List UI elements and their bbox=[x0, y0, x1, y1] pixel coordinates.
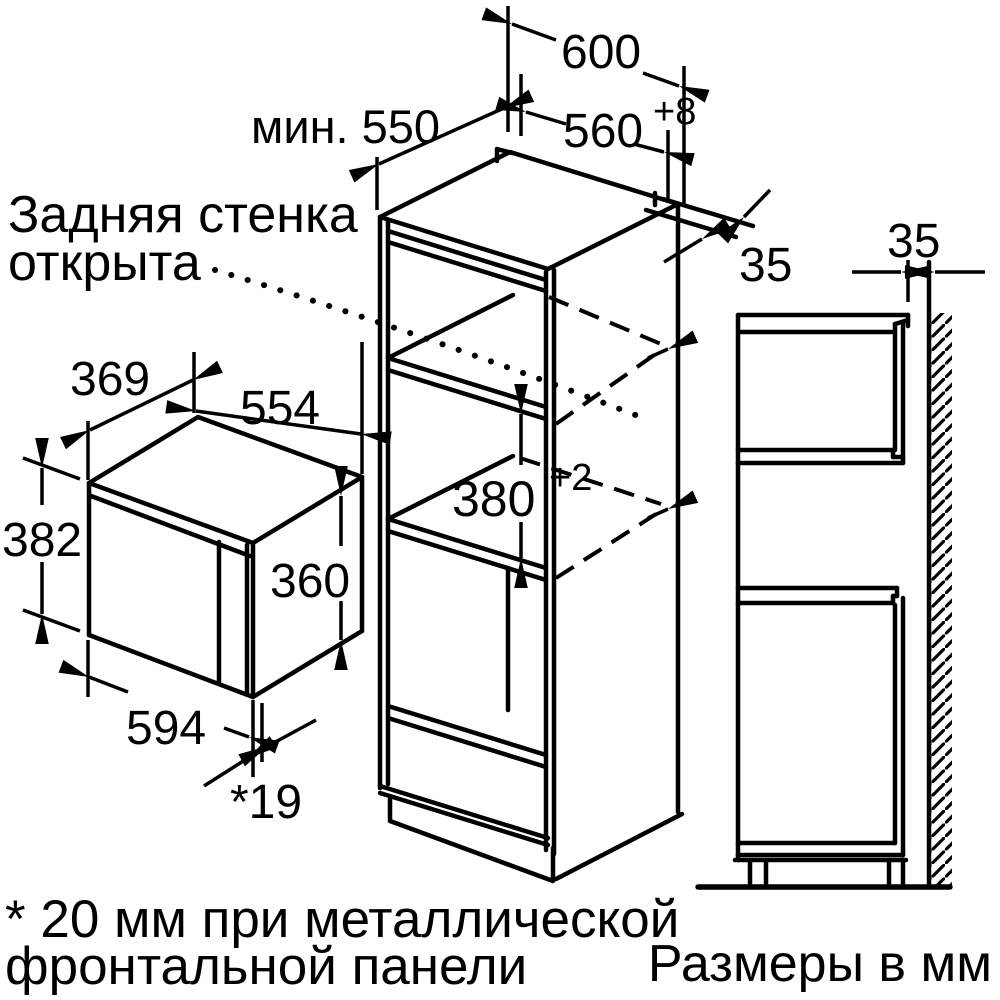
dimension-360-label: 360 bbox=[270, 555, 350, 608]
dim-594-line-left bbox=[58, 659, 129, 694]
units-note: Размеры в мм bbox=[648, 935, 992, 993]
ext-line-382-bottom bbox=[22, 608, 81, 633]
cabinet-side-view bbox=[695, 259, 985, 890]
cabinet-floor-thickness-edge bbox=[385, 715, 549, 770]
back-wall-open-leader-dots bbox=[212, 267, 649, 422]
dimension-594-label: 594 bbox=[126, 702, 206, 755]
back-wall-note-line2: открыта bbox=[8, 234, 201, 292]
cabinet-top-panel-edge-1 bbox=[385, 228, 549, 283]
cabinet-bottom-right-edge bbox=[553, 811, 685, 882]
dimension-560-label: 560 bbox=[563, 105, 643, 158]
dim-35-top-arrow-2 bbox=[663, 217, 732, 264]
dimension-min550-label: мин. 550 bbox=[251, 100, 440, 153]
dimension-369-label: 369 bbox=[70, 353, 150, 406]
cabinet-isometric bbox=[377, 146, 699, 884]
cabinet-plinth bbox=[387, 794, 556, 884]
ext-line-382-top bbox=[22, 456, 81, 481]
shelf-upper-thickness-edge bbox=[385, 367, 549, 422]
dim-554-line bbox=[165, 400, 392, 445]
open-back-dashed-lower-2 bbox=[554, 512, 658, 580]
dim-600-line-right bbox=[642, 71, 710, 103]
cabinet-floor-front-edge bbox=[385, 703, 549, 758]
back-wall-note-line1: Задняя стенка bbox=[8, 186, 358, 244]
cabinet-bottom-edge-2 bbox=[377, 790, 551, 848]
dimension-35-right-label: 35 bbox=[887, 215, 940, 268]
microwave-top-face bbox=[86, 414, 365, 546]
open-back-arrow-lower bbox=[647, 490, 699, 520]
dim-594-line-right bbox=[223, 726, 280, 754]
dimension-382-label: 382 bbox=[2, 514, 82, 567]
dim-600-line-left bbox=[481, 7, 557, 42]
open-back-dashed-lower-1 bbox=[519, 456, 662, 506]
shelf-upper-surface-edge bbox=[385, 292, 516, 361]
cabinet-top-panel-edge-2 bbox=[385, 239, 549, 294]
dim-19-arrow-2 bbox=[238, 718, 317, 767]
cabinet-bottom-edge-1 bbox=[377, 783, 551, 841]
side-upper-back-step bbox=[892, 317, 911, 327]
dim-35-top-arrow-1 bbox=[718, 188, 772, 244]
dimension-35-top-label: 35 bbox=[739, 239, 792, 292]
dimension-380-label: 380 bbox=[452, 471, 535, 527]
shelf-upper-front-edge bbox=[385, 355, 549, 410]
shelf-lower-surface-edge bbox=[385, 453, 516, 522]
dimension-380-tolerance-label: +2 bbox=[549, 457, 592, 499]
wall-hatching bbox=[929, 313, 952, 887]
microwave-front-bottom-edge bbox=[86, 632, 256, 700]
microwave-isometric bbox=[22, 342, 392, 788]
open-back-arrow-upper bbox=[647, 330, 699, 360]
clearance-edge-line-2 bbox=[643, 207, 739, 240]
microwave-right-bottom-edge bbox=[250, 628, 365, 700]
dimension-600-label: 600 bbox=[561, 26, 641, 79]
top-clearance-35 bbox=[643, 188, 772, 264]
dimension-19-label: *19 bbox=[230, 776, 302, 829]
dim-369-line bbox=[60, 360, 223, 450]
open-back-dashed-upper-1 bbox=[548, 295, 662, 346]
footnote-line2: фронтальной панели bbox=[5, 937, 527, 996]
top-dimensions bbox=[348, 6, 710, 210]
dimension-554-label: 554 bbox=[240, 382, 320, 435]
microwave-door-top-line bbox=[88, 493, 253, 559]
footnote-line1: * 20 мм при металлической bbox=[5, 890, 679, 949]
dimension-560-tolerance-label: +8 bbox=[653, 91, 696, 133]
open-back-dashed-upper-2 bbox=[554, 351, 659, 426]
dim-550-line bbox=[348, 89, 535, 183]
dim-560-line-right bbox=[633, 142, 695, 167]
dim-560-line-left bbox=[495, 96, 567, 126]
